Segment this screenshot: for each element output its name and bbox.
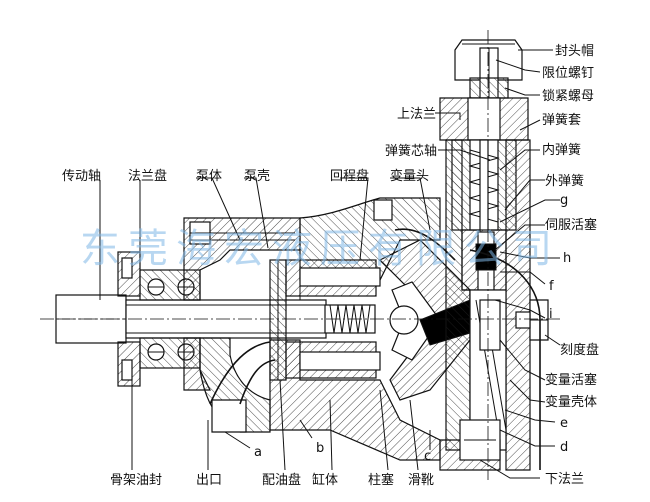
label-port-plate: 配油盘 bbox=[262, 472, 301, 488]
leader-lines bbox=[99, 49, 561, 479]
label-f: f bbox=[549, 279, 554, 294]
label-b: b bbox=[316, 441, 324, 456]
label-h: h bbox=[563, 251, 571, 266]
label-i: i bbox=[549, 307, 553, 322]
label-end-cap: 封头帽 bbox=[555, 43, 594, 59]
label-flange-plate: 法兰盘 bbox=[128, 168, 167, 184]
label-variable-housing: 变量壳体 bbox=[545, 394, 597, 410]
label-oil-seal: 骨架油封 bbox=[110, 473, 162, 488]
label-dial: 刻度盘 bbox=[560, 342, 599, 358]
label-e: e bbox=[560, 416, 568, 431]
label-g: g bbox=[560, 193, 568, 208]
pump-body-shape bbox=[183, 217, 301, 433]
label-pump-body: 泵体 bbox=[196, 169, 222, 184]
label-spring-mandrel: 弹簧芯轴 bbox=[385, 143, 437, 159]
label-servo-piston: 伺服活塞 bbox=[545, 217, 597, 233]
label-spring-sleeve: 弹簧套 bbox=[542, 112, 581, 128]
label-lock-nut: 锁紧螺母 bbox=[542, 88, 594, 104]
label-variable-piston: 变量活塞 bbox=[545, 372, 597, 388]
label-slipper: 滑靴 bbox=[408, 473, 434, 488]
label-inner-spring: 内弹簧 bbox=[542, 142, 581, 158]
label-outlet: 出口 bbox=[196, 473, 222, 488]
label-outer-spring: 外弹簧 bbox=[545, 173, 584, 189]
watermark-text: 东莞海宏液压有限公司 bbox=[80, 226, 560, 272]
label-lower-flange: 下法兰 bbox=[545, 472, 584, 487]
label-d: d bbox=[560, 440, 568, 455]
label-pump-shell: 泵壳 bbox=[244, 169, 270, 184]
label-c: c bbox=[424, 449, 431, 464]
label-a: a bbox=[254, 445, 262, 460]
label-cylinder: 缸体 bbox=[312, 472, 338, 488]
label-return-plate: 回程盘 bbox=[330, 168, 369, 184]
variable-control-shape bbox=[439, 39, 549, 471]
label-variable-head: 变量头 bbox=[390, 168, 429, 184]
label-limit-screw: 限位螺钉 bbox=[542, 66, 594, 81]
label-plunger: 柱塞 bbox=[368, 472, 394, 488]
cylinder-block-shape bbox=[269, 259, 381, 381]
label-drive-shaft: 传动轴 bbox=[62, 169, 101, 184]
label-upper-flange: 上法兰 bbox=[397, 107, 436, 122]
